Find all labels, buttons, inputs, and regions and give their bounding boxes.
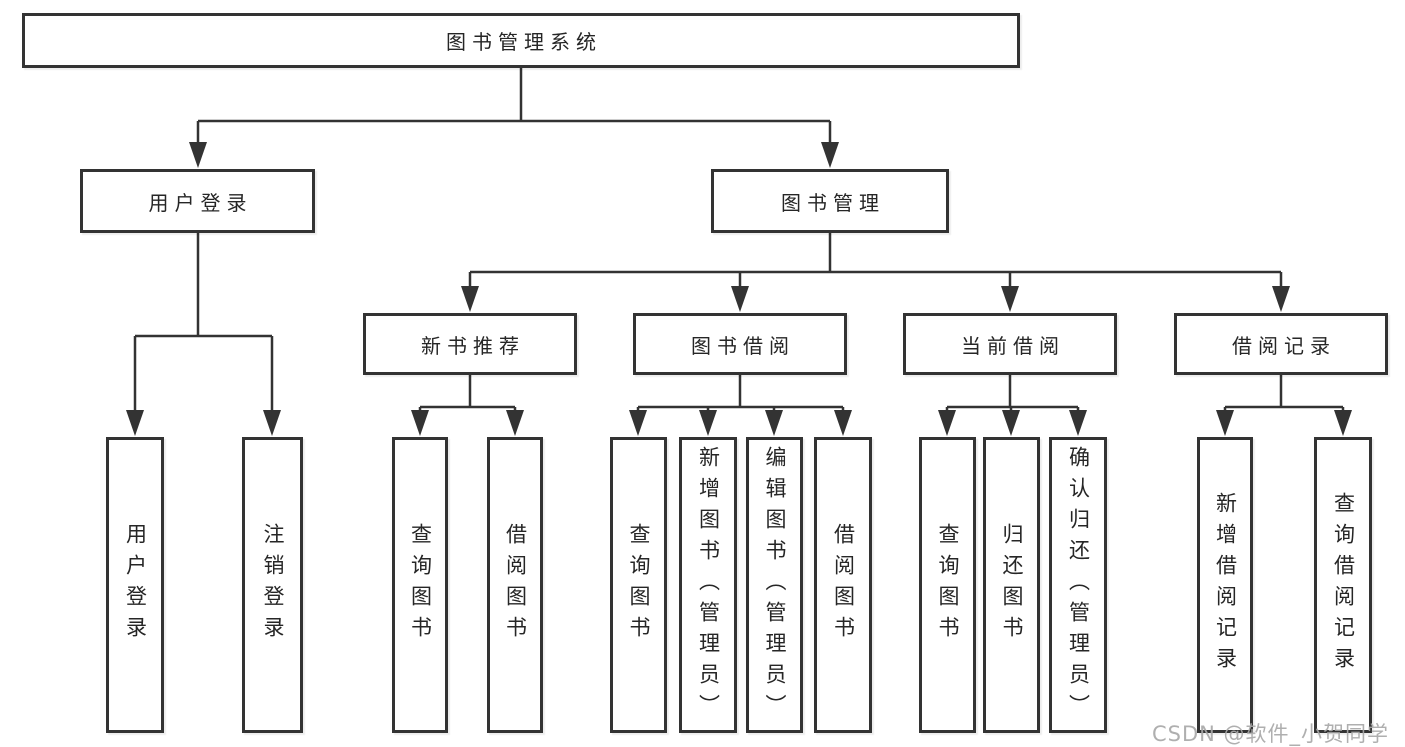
leaf-recommend-borrow-book: 借阅图书: [487, 437, 543, 733]
leaf-borrowing-add-book-admin-label: 新增图书（管理员）: [696, 445, 721, 725]
node-current-borrowing-label: 当前借阅: [961, 333, 1065, 358]
leaf-records-add-borrow-record: 新增借阅记录: [1197, 437, 1253, 733]
leaf-recommend-borrow-book-label: 借阅图书: [503, 523, 528, 647]
leaf-borrowing-query-book: 查询图书: [610, 437, 667, 733]
node-book-borrowing-label: 图书借阅: [691, 333, 795, 358]
leaf-records-query-borrow-record-label: 查询借阅记录: [1331, 492, 1356, 678]
node-current-borrowing: 当前借阅: [903, 313, 1117, 375]
leaf-borrowing-edit-book-admin-label: 编辑图书（管理员）: [763, 445, 787, 725]
leaf-current-return-book-label: 归还图书: [1000, 523, 1024, 647]
node-new-book-recommend-label: 新书推荐: [421, 333, 525, 358]
node-new-book-recommend: 新书推荐: [363, 313, 577, 375]
leaf-user-login-label: 用户登录: [123, 523, 148, 647]
leaf-borrowing-query-book-label: 查询图书: [627, 523, 651, 647]
csdn-watermark: CSDN @软件_小贺同学: [1152, 722, 1390, 746]
leaf-borrowing-borrow-book: 借阅图书: [814, 437, 872, 733]
leaf-current-return-book: 归还图书: [983, 437, 1040, 733]
leaf-records-query-borrow-record: 查询借阅记录: [1314, 437, 1372, 733]
leaf-logout-label: 注销登录: [261, 523, 285, 647]
node-borrow-records-label: 借阅记录: [1232, 333, 1336, 358]
leaf-current-confirm-return-admin-label: 确认归还（管理员）: [1066, 445, 1091, 725]
node-book-management-label: 图书管理: [781, 190, 885, 215]
leaf-records-add-borrow-record-label: 新增借阅记录: [1213, 492, 1238, 678]
arrowheads: [126, 142, 1352, 436]
node-root-system: 图书管理系统: [22, 13, 1020, 68]
leaf-borrowing-add-book-admin: 新增图书（管理员）: [679, 437, 737, 733]
leaf-user-login: 用户登录: [106, 437, 164, 733]
node-borrow-records: 借阅记录: [1174, 313, 1388, 375]
leaf-current-query-book: 查询图书: [919, 437, 976, 733]
node-book-borrowing: 图书借阅: [633, 313, 847, 375]
leaf-borrowing-borrow-book-label: 借阅图书: [831, 523, 856, 647]
node-root-system-label: 图书管理系统: [446, 30, 602, 54]
leaf-logout: 注销登录: [242, 437, 303, 733]
leaf-current-confirm-return-admin: 确认归还（管理员）: [1049, 437, 1107, 733]
leaf-recommend-query-book: 查询图书: [392, 437, 448, 733]
node-user-login: 用户登录: [80, 169, 315, 233]
node-user-login-label: 用户登录: [148, 190, 253, 215]
node-book-management: 图书管理: [711, 169, 949, 233]
leaf-recommend-query-book-label: 查询图书: [408, 523, 433, 647]
leaf-current-query-book-label: 查询图书: [936, 523, 960, 647]
leaf-borrowing-edit-book-admin: 编辑图书（管理员）: [746, 437, 803, 733]
